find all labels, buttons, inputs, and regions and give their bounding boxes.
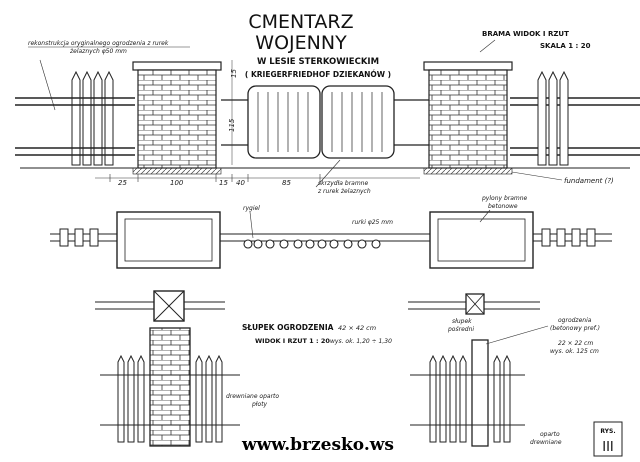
figure-tag-label: RYS. [600,428,615,435]
dimension-line [95,174,420,182]
fence-post-large [95,290,240,447]
wood2-label-b: drewniane [530,439,562,446]
wood-fence-label: drewniane oparto [226,393,279,400]
intermediate-post-label-2: pośredni [447,326,474,333]
right-pillar [428,69,508,169]
plan-right-pillar [429,211,534,269]
small-post-size: 22 × 22 cm [558,340,593,347]
figure-tag-number: III [602,440,614,455]
dim-7: 15 [230,69,238,78]
gate-leaves-label-2: z rurek żelaznych [317,188,371,195]
gate-plan-view [50,211,612,269]
dim-2: 100 [170,179,184,187]
title-line-2: WOJENNY [255,32,347,54]
fence-post-label: ogrodzenia [558,317,592,324]
dim-1: 25 [118,179,127,187]
pipe-size-label: żelaznych φ50 mm [69,48,127,55]
title-line-1: CMENTARZ [248,11,353,33]
drawing-title: CMENTARZ WOJENNY W LESIE STERKOWIECKIM (… [245,11,391,79]
post-view-scale: WIDOK I RZUT 1 : 20 [255,337,330,345]
dim-4: 40 [236,179,245,187]
right-fence-pickets [537,70,569,166]
scale-label: SKALA 1 : 20 [540,42,591,50]
title-line-3: W LESIE STERKOWIECKIM [257,57,379,67]
website-watermark: www.brzesko.ws [241,435,394,455]
post-height: wys. ok. 1,20 ÷ 1,30 [330,338,392,345]
rail-label: rygiel [243,205,260,212]
gate-leaves [221,85,429,159]
post-title: SŁUPEK OGRODZENIA [242,323,334,332]
pillars-label-2: betonowe [488,203,518,210]
post-size: 42 × 42 cm [338,324,376,332]
intermediate-post-label: słupek [452,318,472,325]
gate-leaves-label: skrzydła bramne [318,180,368,187]
gate-elevation [15,60,640,175]
reconstruction-label: rekonstrukcja oryginalnego ogrodzenia z … [28,40,169,47]
plan-left-pillar [116,211,221,269]
dim-3: 15 [219,179,228,187]
dim-5: 85 [282,179,291,187]
wood-fence-label-2: płoty [251,401,268,408]
pillars-label: pylony bramne [481,195,528,202]
small-post-height: wys. ok. 125 cm [550,348,599,355]
left-fence-pickets [71,70,114,166]
dim-6: 115 [228,118,236,132]
title-line-4: ( KRIEGERFRIEDHOF DZIEKANÓW ) [245,70,391,79]
wood2-label: oparto [540,431,560,438]
figure-tag: RYS. III [593,421,623,457]
pipes-label: rurki φ25 mm [352,219,393,226]
fence-post-label-2: (betonowy pref.) [550,325,600,332]
fence-post-small [408,293,540,447]
gate-view-title: BRAMA WIDOK I RZUT [482,30,569,38]
left-pillar [137,69,217,169]
foundation-label: fundament (?) [564,177,614,185]
